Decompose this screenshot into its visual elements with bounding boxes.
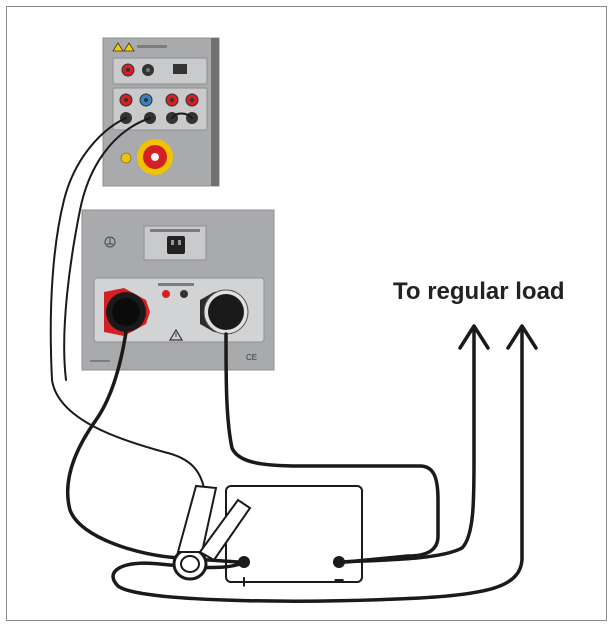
power-lead-negative	[224, 332, 440, 564]
current-clamp-icon	[172, 484, 252, 581]
battery-negative-symbol: −	[334, 570, 345, 590]
power-lead-positive	[65, 330, 240, 564]
ce-mark-icon: CE	[246, 353, 257, 362]
warning-icon	[112, 42, 135, 52]
battery: + −	[225, 485, 363, 592]
battery-positive-symbol: +	[239, 572, 250, 592]
load-label: To regular load	[393, 278, 565, 305]
load-panel: CE	[81, 209, 275, 371]
warning-icon	[168, 328, 184, 341]
ground-icon	[104, 236, 116, 248]
load-lead-negative	[337, 328, 476, 564]
arrow-up-icon	[506, 324, 538, 350]
positive-terminal-icon	[104, 288, 150, 336]
svg-text:CE: CE	[246, 353, 257, 362]
usb-port-icon	[173, 64, 187, 74]
sense-lead-positive	[49, 117, 205, 489]
tester-panel	[102, 37, 220, 187]
power-inlet-icon	[167, 236, 185, 254]
sense-lead-negative	[63, 117, 151, 381]
arrow-up-icon	[458, 324, 490, 350]
emergency-stop-icon	[137, 139, 173, 175]
negative-terminal-icon	[200, 289, 249, 335]
